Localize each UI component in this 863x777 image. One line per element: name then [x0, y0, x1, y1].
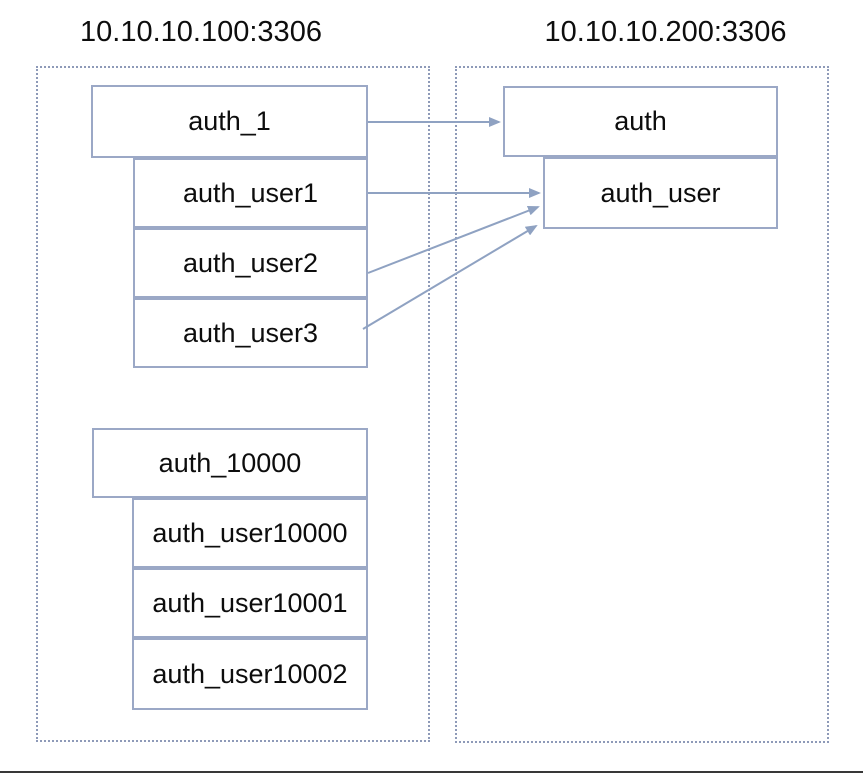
table-box-auth-user: auth_user — [543, 157, 778, 229]
bottom-rule — [0, 771, 863, 773]
db-box-auth: auth — [503, 86, 778, 157]
table-box-auth-user3: auth_user3 — [133, 298, 368, 368]
table-box-auth-user2: auth_user2 — [133, 228, 368, 298]
table-box-auth-user1: auth_user1 — [133, 158, 368, 228]
table-box-auth-user10001: auth_user10001 — [132, 568, 368, 638]
db-box-auth-10000: auth_10000 — [92, 428, 368, 498]
table-box-auth-user10000: auth_user10000 — [132, 498, 368, 568]
table-box-auth-user10002: auth_user10002 — [132, 638, 368, 710]
right-server-title: 10.10.10.200:3306 — [544, 16, 787, 48]
left-server-title: 10.10.10.100:3306 — [80, 16, 322, 48]
right-server-container — [455, 66, 829, 743]
left-server-container — [36, 66, 430, 742]
db-box-auth-1: auth_1 — [91, 85, 368, 158]
